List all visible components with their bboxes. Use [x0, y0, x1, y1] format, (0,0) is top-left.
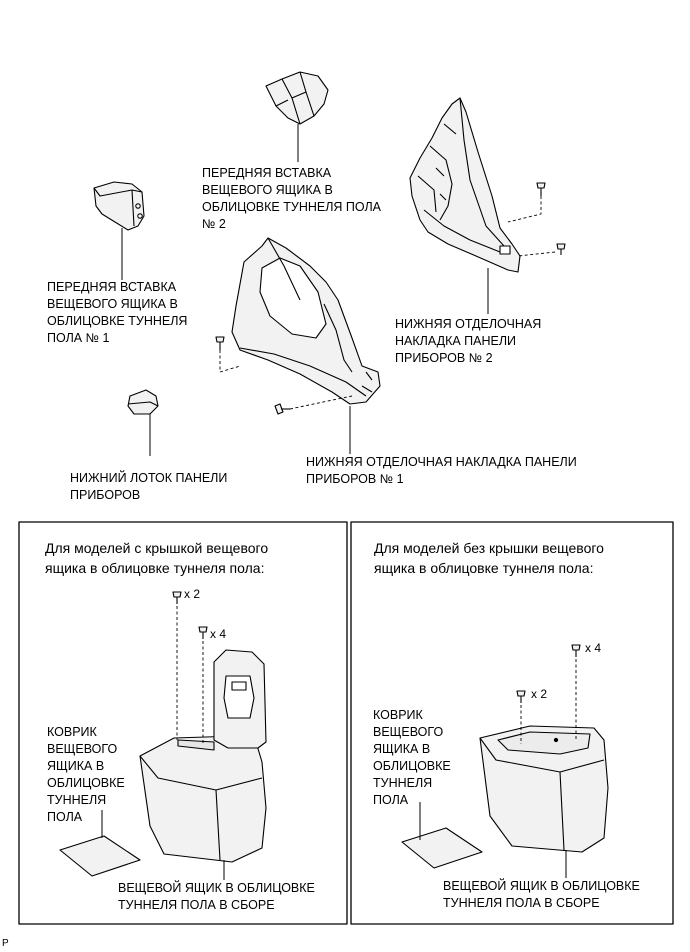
console-box-without-lid-part	[479, 725, 609, 853]
front-insert-no1-part	[93, 181, 145, 231]
right-qty-x2: x 2	[531, 687, 548, 701]
left-box-title: Для моделей с крышкой вещевого ящика в о…	[45, 540, 269, 576]
right-frame	[350, 521, 674, 925]
right-qty-x4: x 4	[585, 641, 602, 655]
install-path	[517, 251, 556, 257]
corner-mark: P	[2, 938, 9, 949]
clip-icon	[556, 243, 566, 255]
lower-trim-no2-part	[409, 97, 521, 273]
right-mat-label: КОВРИК ВЕЩЕВОГО ЯЩИКА В ОБЛИЦОВКЕ ТУННЕЛ…	[373, 708, 451, 807]
screw-icon	[198, 626, 208, 639]
left-mat-label: КОВРИК ВЕЩЕВОГО ЯЩИКА В ОБЛИЦОВКЕ ТУННЕЛ…	[47, 725, 125, 824]
label-front-insert-no1: ПЕРЕДНЯЯ ВСТАВКА ВЕЩЕВОГО ЯЩИКА В ОБЛИЦО…	[47, 280, 188, 345]
label-lower-trim-no2: НИЖНЯЯ ОТДЕЛОЧНАЯ НАКЛАДКА ПАНЕЛИ ПРИБОР…	[395, 317, 542, 365]
left-qty-x4: x 4	[210, 627, 227, 641]
left-qty-x2: x 2	[184, 587, 201, 601]
clip-icon	[215, 336, 225, 350]
screw-icon	[571, 644, 581, 657]
lower-tray-part	[127, 389, 159, 415]
clip-icon	[274, 403, 290, 415]
clip-icon	[536, 182, 546, 196]
install-path	[507, 196, 542, 223]
right-assembly-label: ВЕЩЕВОЙ ЯЩИК В ОБЛИЦОВКЕ ТУННЕЛЯ ПОЛА В …	[443, 879, 640, 910]
screw-icon	[516, 690, 526, 703]
screw-icon	[172, 591, 182, 604]
lower-trim-no1-part	[231, 237, 381, 405]
label-lower-tray: НИЖНИЙ ЛОТОК ПАНЕЛИ ПРИБОРОВ	[70, 471, 228, 502]
mat-part	[59, 835, 141, 877]
label-front-insert-no2: ПЕРЕДНЯЯ ВСТАВКА ВЕЩЕВОГО ЯЩИКА В ОБЛИЦО…	[202, 166, 382, 231]
install-path	[219, 350, 241, 373]
right-box-title: Для моделей без крышки вещевого ящика в …	[374, 540, 604, 576]
mat-part	[401, 827, 483, 869]
left-frame	[18, 521, 348, 925]
label-lower-trim-no1: НИЖНЯЯ ОТДЕЛОЧНАЯ НАКЛАДКА ПАНЕЛИ ПРИБОР…	[306, 455, 577, 486]
left-assembly-label: ВЕЩЕВОЙ ЯЩИК В ОБЛИЦОВКЕ ТУННЕЛЯ ПОЛА В …	[118, 881, 315, 912]
console-box-with-lid-part	[139, 649, 267, 863]
front-insert-no2-part	[265, 71, 329, 125]
